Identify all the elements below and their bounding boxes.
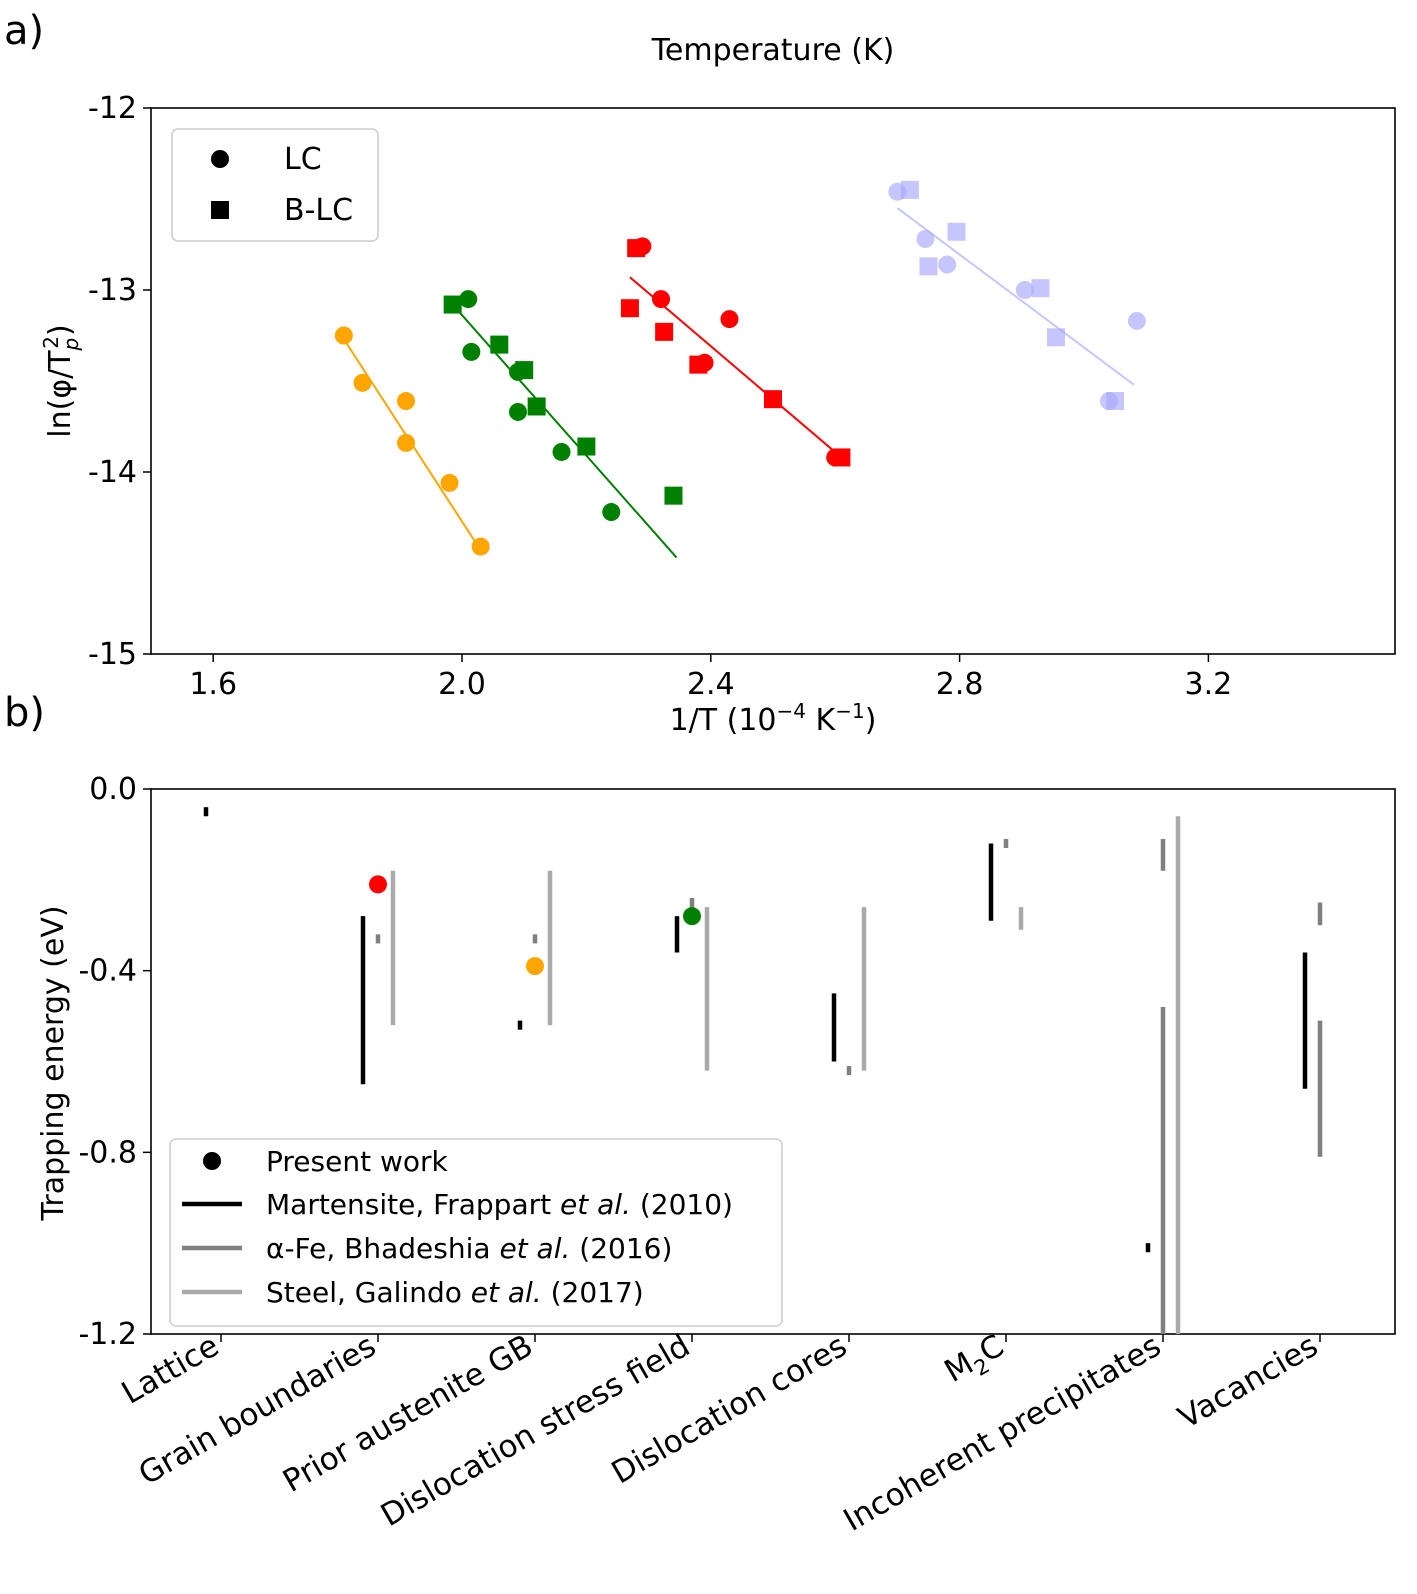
y-tick-label: -13 (88, 273, 137, 308)
lc-point (334, 326, 353, 345)
lc-point (938, 255, 957, 274)
blc-point (1106, 392, 1125, 411)
blc-point (664, 486, 683, 505)
blc-point (527, 397, 546, 416)
blc-point (490, 335, 509, 354)
lc-point (397, 433, 416, 452)
lc-point (462, 342, 481, 361)
lc-point (459, 290, 478, 309)
blc-point (655, 322, 674, 341)
x-tick-label: 3.2 (1185, 667, 1233, 702)
blc-point (832, 448, 851, 467)
lc-point (440, 473, 459, 492)
lc-point (508, 402, 527, 421)
y-tick-label: -12 (88, 91, 137, 126)
lc-point (397, 392, 416, 411)
energy-tick-label: -0.4 (78, 954, 137, 989)
panel-b-plot-area (150, 788, 1396, 1335)
y-tick-label: -15 (88, 637, 137, 672)
panel-a-plot-area (150, 107, 1396, 655)
category-labels: Lattice Grain boundaries Prior austenite… (116, 1328, 1324, 1539)
lc-point (720, 310, 739, 329)
fit-line (451, 303, 678, 559)
blc-point (919, 257, 938, 276)
blc-point (620, 299, 639, 318)
category-label-vacancies: Vacancies (1172, 1328, 1324, 1436)
blc-point (515, 361, 534, 380)
blc-point (764, 390, 782, 409)
legend-blc-label: B-LC (284, 193, 353, 228)
legend-lc-label: LC (284, 142, 322, 177)
energy-tick-label: 0.0 (89, 772, 137, 807)
lc-point (552, 442, 571, 461)
legend-present-work-marker (203, 1152, 221, 1170)
top-axis-title: Temperature (K) (651, 33, 895, 68)
legend-bhadeshia-label: α-Fe, Bhadeshia et al. (2016) (266, 1232, 672, 1265)
legend-galindo-label: Steel, Galindo et al. (2017) (266, 1276, 644, 1309)
blc-point (689, 355, 708, 374)
legend-present-work-label: Present work (266, 1145, 448, 1178)
x-axis-title: 1/T (10−4 K−1) (670, 699, 877, 738)
blc-point (1031, 279, 1050, 298)
panel-b-chart: 0.0 -0.4 -0.8 -1.2 Trapping energy (eV) Lat… (36, 772, 1396, 1539)
blc-point (627, 239, 646, 258)
fit-line (896, 207, 1135, 386)
lc-point (353, 373, 372, 392)
lc-point (1015, 281, 1034, 299)
lc-point (652, 290, 671, 309)
panel-label-b: b) (4, 690, 45, 736)
blc-point (443, 295, 462, 314)
panel-a-chart: 1.62.02.42.83.2-12-13-14-155705204704203… (39, 33, 1396, 738)
category-label-prior-austenite-gb: Prior austenite GB (277, 1328, 539, 1500)
x-tick-label: 2.4 (687, 667, 735, 702)
legend-b: Present work Martensite, Frappart et al.… (169, 1138, 783, 1327)
legend-blc-marker (211, 201, 229, 219)
energy-tick-label: -1.2 (78, 1317, 137, 1352)
legend-lc-marker (211, 150, 229, 168)
energy-axis-title: Trapping energy (eV) (36, 905, 71, 1221)
present-work-point (526, 957, 544, 976)
lc-point (916, 230, 935, 249)
y-axis-title: ln(φ/Tp2) (39, 324, 83, 437)
blc-point (577, 437, 596, 456)
energy-tick-label: -0.8 (78, 1135, 137, 1170)
x-tick-label: 2.0 (438, 667, 486, 702)
blc-point (1047, 328, 1066, 347)
lc-point (602, 503, 621, 522)
present-work-point (683, 907, 701, 926)
legend-frappart-label: Martensite, Frappart et al. (2010) (266, 1188, 733, 1221)
x-tick-label: 2.8 (936, 667, 984, 702)
lc-point (471, 537, 490, 556)
x-tick-label: 1.6 (189, 667, 237, 702)
panel-label-a: a) (4, 8, 44, 54)
present-work-point (369, 875, 387, 894)
fit-line (629, 276, 843, 459)
lc-point (1127, 311, 1146, 330)
legend-b-frame (169, 1138, 783, 1327)
y-tick-label: -14 (88, 455, 137, 490)
category-label-m2c: M2C (938, 1328, 1012, 1394)
blc-point (947, 222, 966, 241)
blc-point (900, 180, 919, 199)
legend-a: LC B-LC (171, 128, 379, 242)
